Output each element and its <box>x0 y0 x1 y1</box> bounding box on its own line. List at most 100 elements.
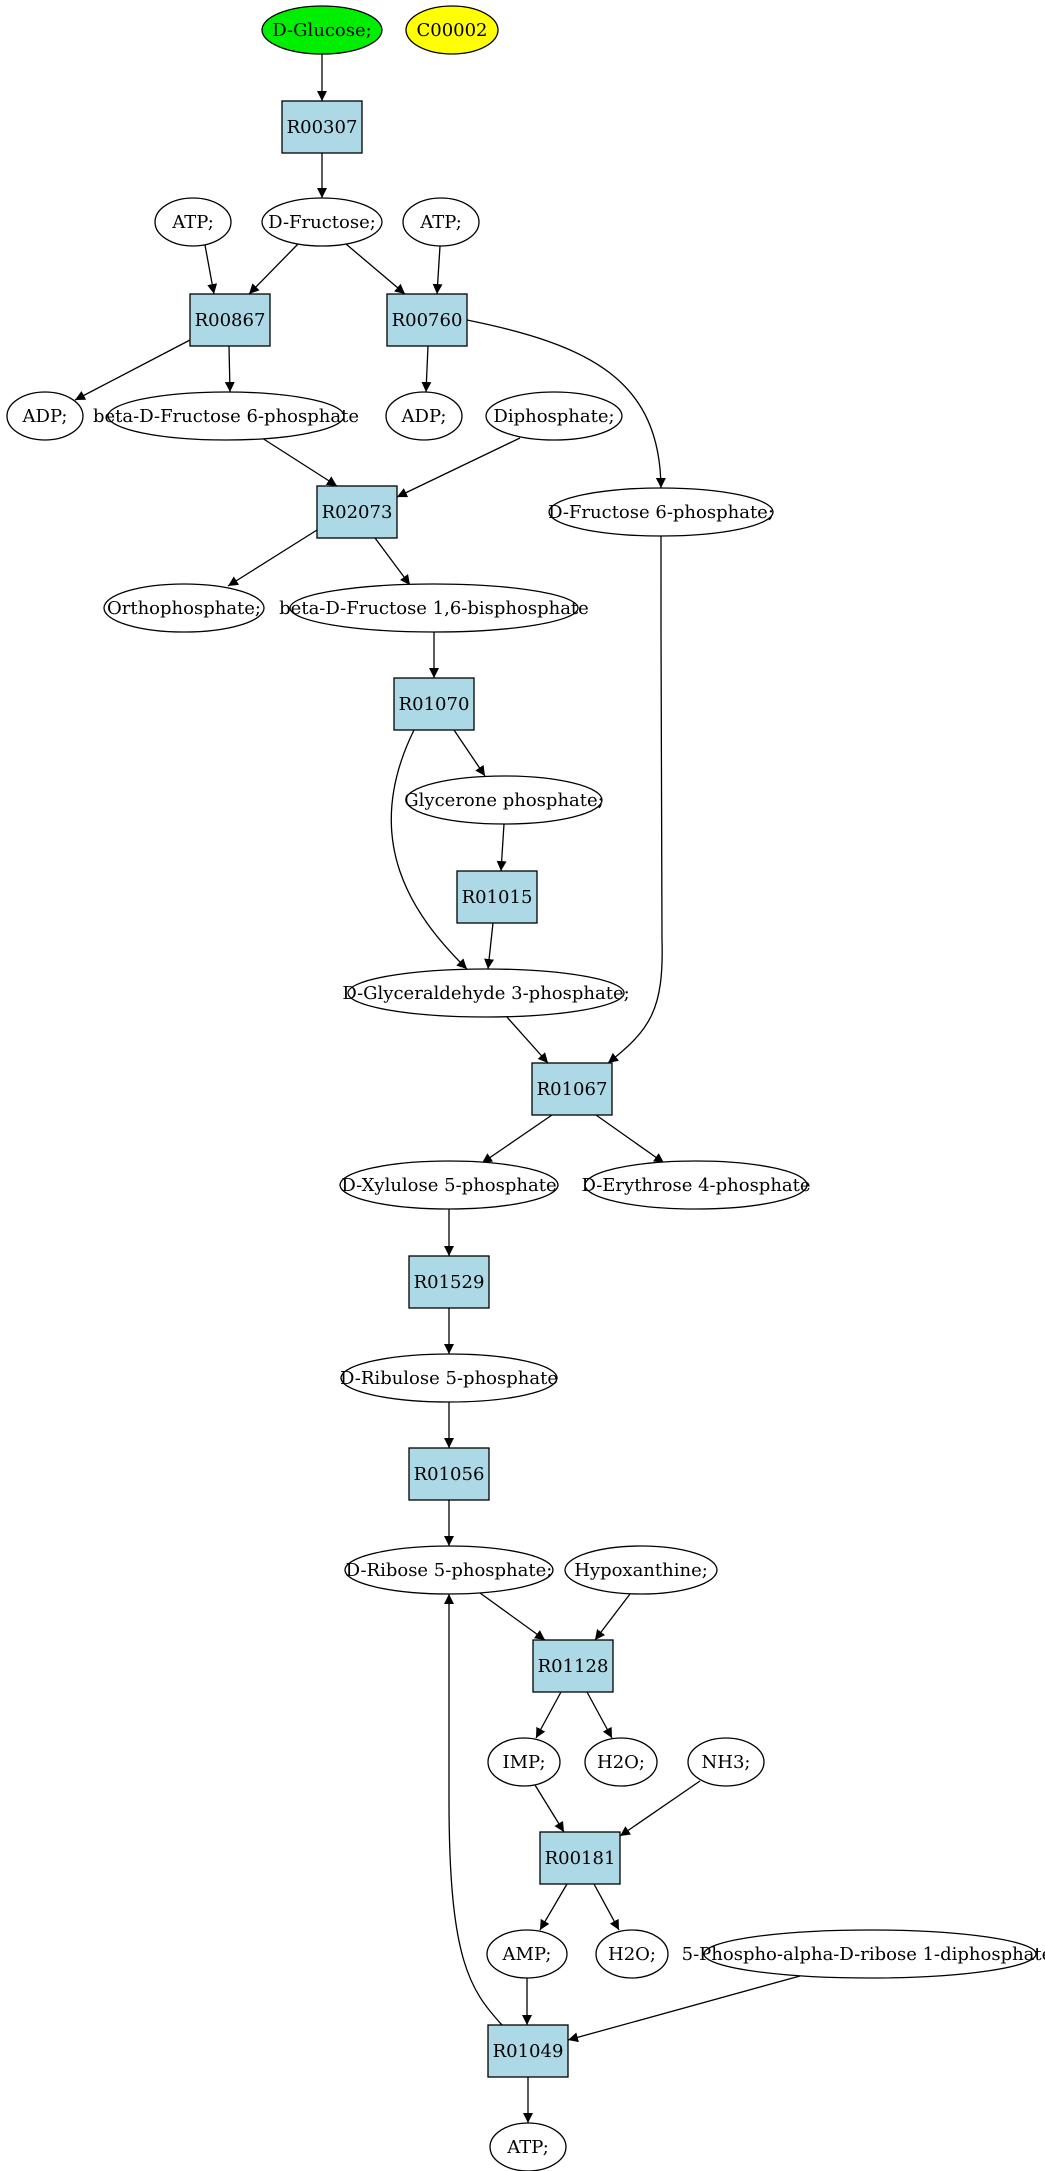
node-label: R01015 <box>462 887 533 908</box>
edge-glycerone-to-r01015 <box>496 823 507 872</box>
edge-prpp-to-r01049 <box>567 1975 801 2043</box>
compound-node-glucose: D-Glucose; <box>261 5 383 55</box>
compound-ellipse <box>564 1545 718 1595</box>
compound-ellipse <box>107 391 345 441</box>
compound-ellipse <box>385 391 463 441</box>
node-label: beta-D-Fructose 6-phosphate <box>93 406 359 427</box>
compound-node-atp1: ATP; <box>154 197 232 247</box>
compound-node-h2o2: H2O; <box>595 1929 669 1979</box>
edge-r01128-to-imp <box>535 1691 562 1739</box>
reaction-node-r01128: R01128 <box>532 1639 614 1693</box>
node-label: D-Glyceraldehyde 3-phosphate; <box>342 983 629 1004</box>
node-label: D-Fructose 6-phosphate; <box>548 502 774 523</box>
edge-r02073-to-orthophosphate <box>227 529 318 587</box>
edge-nh3-to-r00181 <box>619 1780 701 1837</box>
node-label: IMP; <box>502 1752 545 1773</box>
edge-bdf6p-to-r02073 <box>261 437 338 487</box>
compound-ellipse <box>584 1737 658 1787</box>
node-label: C00002 <box>416 20 487 41</box>
edge-r00760-to-df6p <box>466 319 666 489</box>
reaction-box <box>531 1062 613 1116</box>
reaction-box <box>316 485 398 539</box>
compound-node-ribulose: D-Ribulose 5-phosphate <box>340 1353 558 1403</box>
node-label: ATP; <box>171 212 214 233</box>
node-label: R00181 <box>545 1848 616 1869</box>
compound-node-g3p: D-Glyceraldehyde 3-phosphate; <box>342 968 630 1018</box>
edge-atp1-to-r00867 <box>204 244 218 295</box>
node-label: D-Ribose 5-phosphate; <box>346 1560 553 1581</box>
compound-ellipse <box>261 5 383 55</box>
compound-node-atp3: ATP; <box>489 2122 567 2171</box>
reaction-box <box>408 1447 490 1501</box>
reaction-box <box>281 100 363 154</box>
edge-r00181-to-h2o2 <box>593 1883 620 1931</box>
edge-r00760-to-adp2 <box>421 345 432 393</box>
node-label: beta-D-Fructose 1,6-bisphosphate <box>279 598 589 619</box>
compound-node-amp: AMP; <box>486 1929 568 1979</box>
edge-ribose5p-to-r01128 <box>479 1592 546 1641</box>
node-label: D-Glucose; <box>272 20 371 41</box>
compound-ellipse <box>405 5 499 55</box>
compound-node-fructose: D-Fructose; <box>261 197 383 247</box>
node-label: Diphosphate; <box>493 406 614 427</box>
edge-r00867-to-adp1 <box>74 339 191 401</box>
node-label: R00867 <box>195 310 266 331</box>
node-label: H2O; <box>608 1944 656 1965</box>
edge-fructose-to-r00867 <box>248 243 299 295</box>
node-label: R02073 <box>322 502 393 523</box>
reaction-box <box>189 293 271 347</box>
compound-ellipse <box>485 391 623 441</box>
compound-node-c00002: C00002 <box>405 5 499 55</box>
compound-ellipse <box>548 487 774 537</box>
compound-node-atp2: ATP; <box>402 197 480 247</box>
compound-node-ribose5p: D-Ribose 5-phosphate; <box>344 1545 554 1595</box>
node-label: D-Fructose; <box>268 212 376 233</box>
compound-ellipse <box>103 583 265 633</box>
node-label: ATP; <box>419 212 462 233</box>
reaction-node-r00181: R00181 <box>539 1831 621 1885</box>
compound-ellipse <box>595 1929 669 1979</box>
compound-ellipse <box>154 197 232 247</box>
compound-ellipse <box>340 1353 558 1403</box>
node-label: Hypoxanthine; <box>574 1560 708 1581</box>
node-label: R01067 <box>537 1079 608 1100</box>
reaction-node-r01067: R01067 <box>531 1062 613 1116</box>
node-label: AMP; <box>502 1944 552 1965</box>
compound-ellipse <box>487 1737 561 1787</box>
compound-ellipse <box>261 197 383 247</box>
compound-node-h2o1: H2O; <box>584 1737 658 1787</box>
compound-ellipse <box>347 968 625 1018</box>
node-label: 5-Phospho-alpha-D-ribose 1-diphosphate; <box>682 1944 1045 1965</box>
reaction-box <box>386 293 468 347</box>
reaction-box <box>487 2024 569 2078</box>
compound-ellipse <box>402 197 480 247</box>
reaction-box <box>393 677 475 731</box>
node-label: D-Erythrose 4-phosphate <box>581 1175 810 1196</box>
node-label: NH3; <box>702 1752 751 1773</box>
edge-r01067-to-erythrose <box>595 1114 665 1164</box>
node-label: ADP; <box>22 406 68 427</box>
compound-node-erythrose: D-Erythrose 4-phosphate <box>581 1160 811 1210</box>
edge-r02073-to-bdf16bp <box>374 537 411 586</box>
node-label: H2O; <box>597 1752 645 1773</box>
edge-fructose-to-r00760 <box>345 243 406 295</box>
compound-ellipse <box>289 583 579 633</box>
compound-node-diphosphate: Diphosphate; <box>485 391 623 441</box>
compound-node-imp: IMP; <box>487 1737 561 1787</box>
compound-node-glycerone: Glycerone phosphate; <box>404 775 604 825</box>
node-label: ATP; <box>506 2137 549 2158</box>
compound-ellipse <box>344 1545 554 1595</box>
node-label: Orthophosphate; <box>107 598 261 619</box>
compound-ellipse <box>405 775 603 825</box>
edge-atp2-to-r00760 <box>432 245 443 295</box>
node-label: R00307 <box>287 117 358 138</box>
edge-r00181-to-amp <box>539 1883 568 1931</box>
compound-ellipse <box>486 1929 568 1979</box>
compound-node-bdf16bp: beta-D-Fructose 1,6-bisphosphate <box>279 583 589 633</box>
compound-node-adp1: ADP; <box>6 391 84 441</box>
reaction-node-r01529: R01529 <box>408 1255 490 1309</box>
node-label: R01056 <box>414 1464 485 1485</box>
edge-r01049-to-ribose5p <box>444 1594 503 2026</box>
node-label: R00760 <box>392 310 463 331</box>
